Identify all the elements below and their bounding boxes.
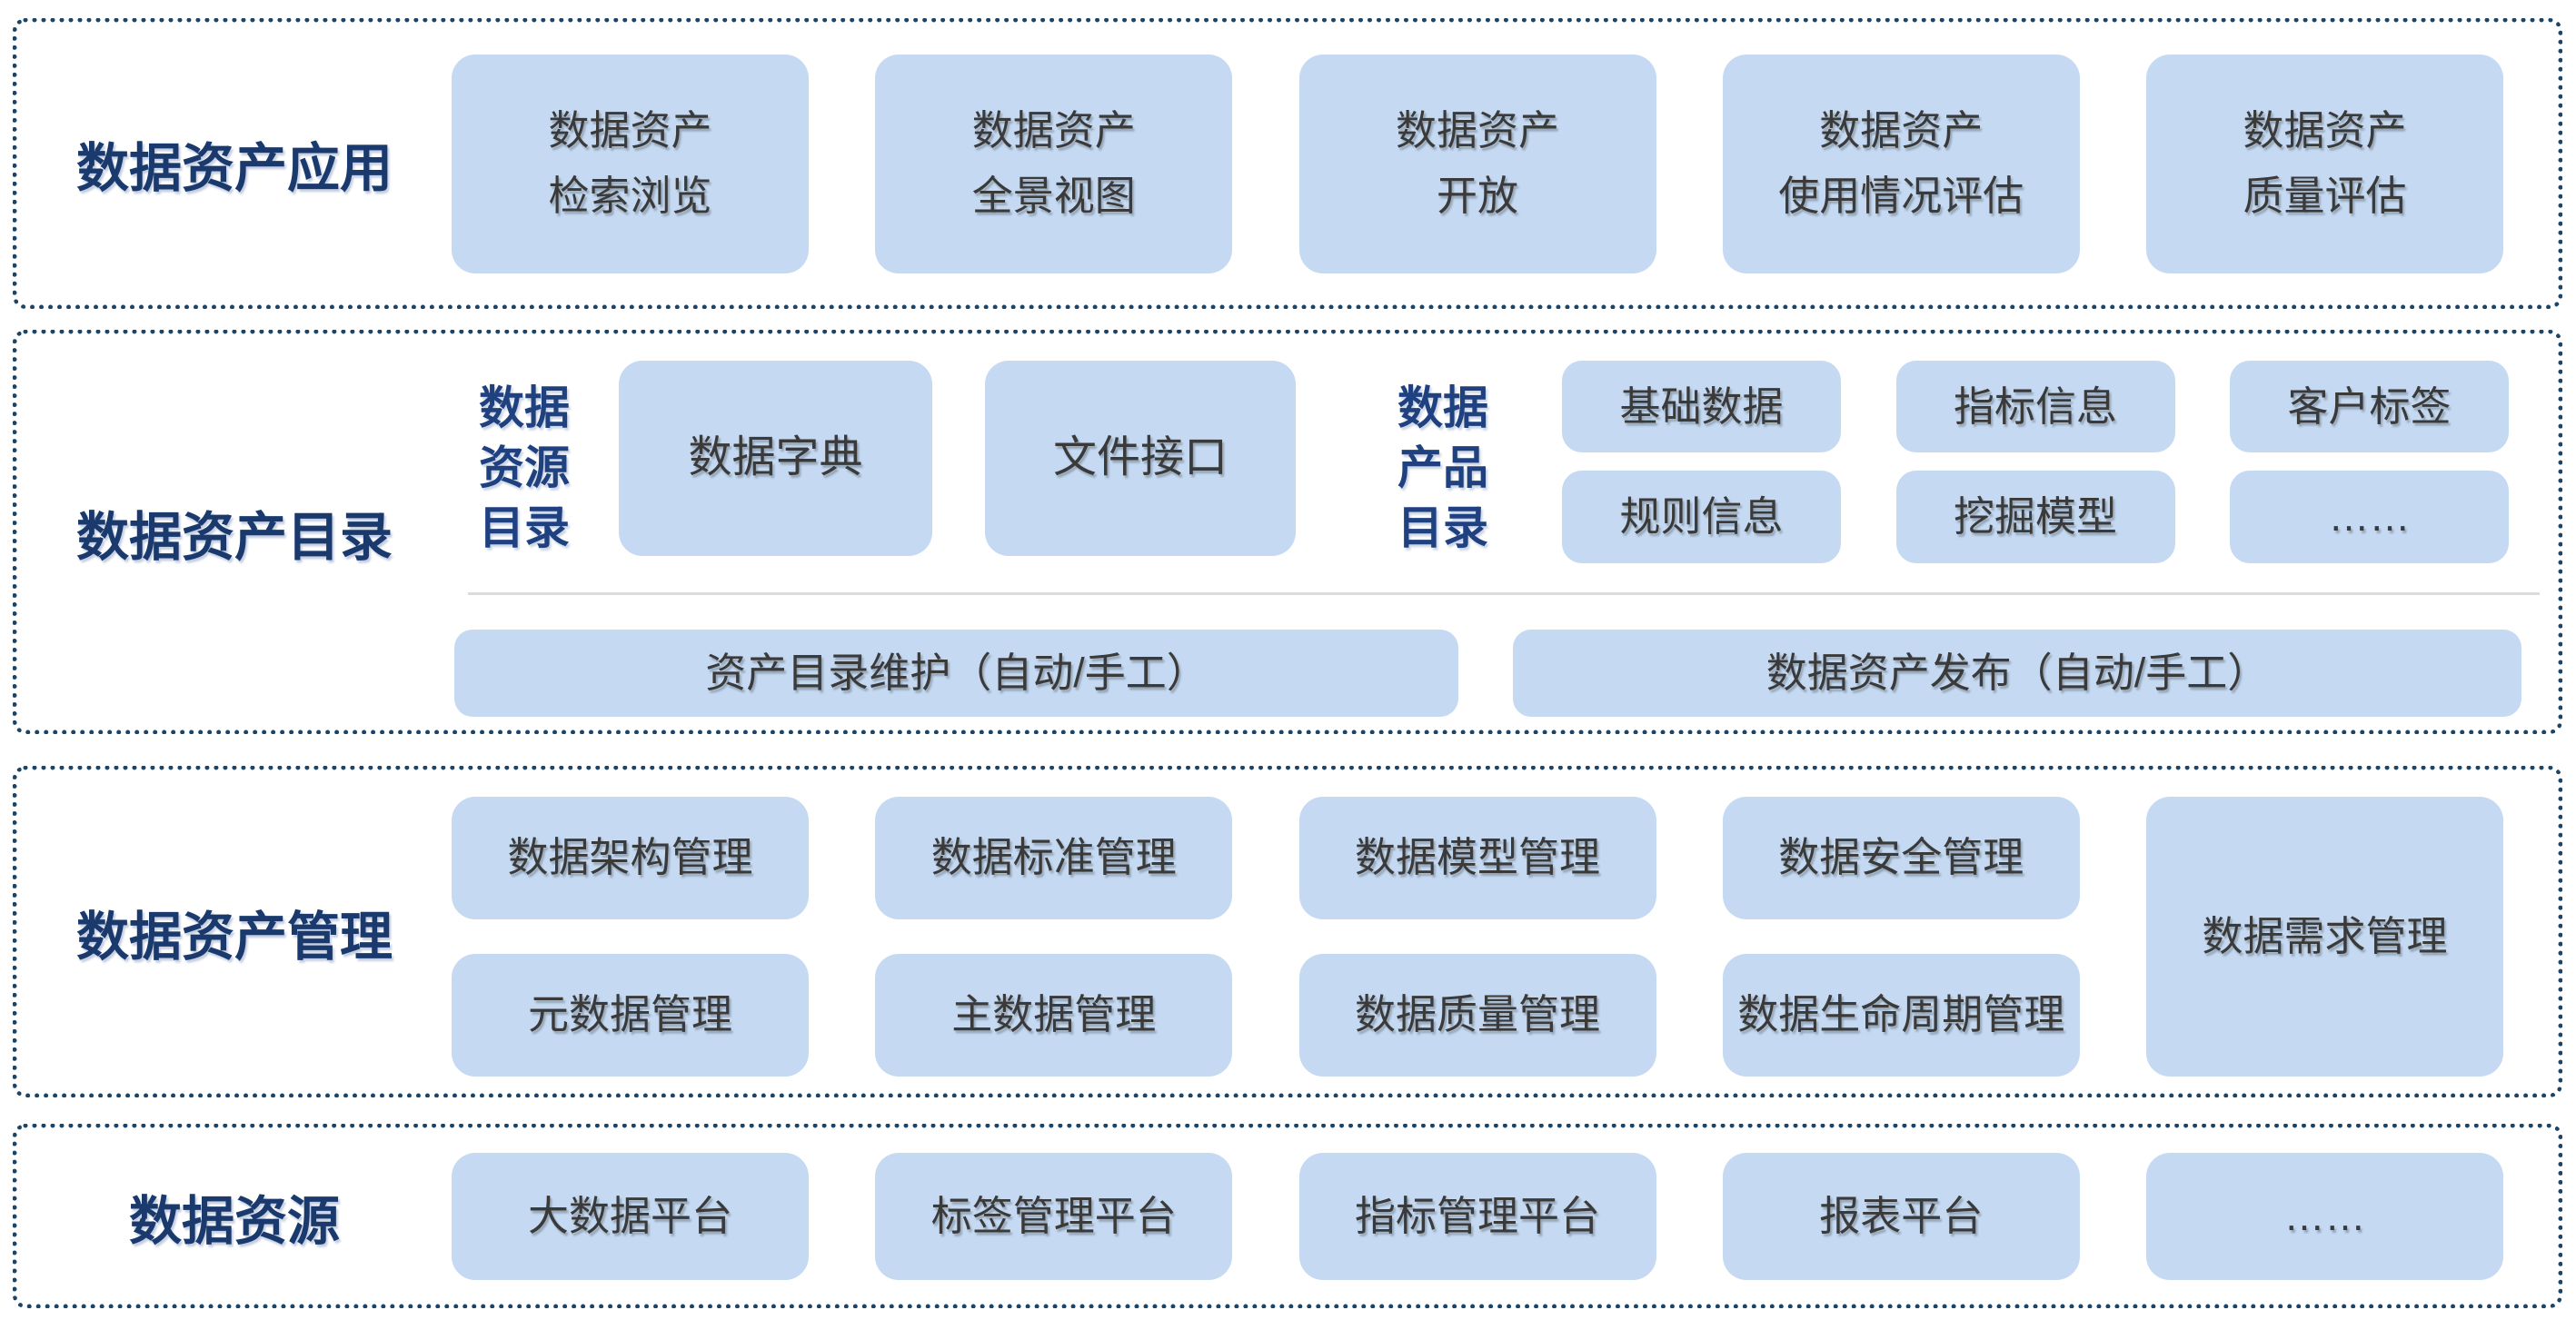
diagram-node-data-architecture-mgmt: 数据架构管理 (452, 797, 809, 919)
diagram-node-customer-tags: 客户标签 (2230, 361, 2509, 452)
diagram-node-data-standard-mgmt: 数据标准管理 (875, 797, 1233, 919)
section-data-asset-catalog: 数据资产目录 数据 资源 目录 数据字典 文件接口 数据 产品 目录 基础数据 … (13, 330, 2562, 734)
group-label-product-catalog: 数据 产品 目录 (1397, 382, 1488, 553)
section-data-asset-management: 数据资产管理 数据架构管理 数据标准管理 数据模型管理 数据安全管理 数据需求管… (13, 766, 2562, 1097)
diagram-node-asset-quality-evaluation: 数据资产 质量评估 (2146, 54, 2503, 273)
diagram-node-data-quality-mgmt: 数据质量管理 (1298, 954, 1656, 1077)
diagram-node-resources-ellipsis: …… (2146, 1152, 2503, 1280)
catalog-process-bars: 资产目录维护（自动/手工） 数据资产发布（自动/手工） (454, 630, 2521, 717)
section-label-application: 数据资产应用 (75, 139, 393, 198)
application-boxes-row: 数据资产 检索浏览 数据资产 全景视图 数据资产 开放 数据资产 使用情况评估 … (452, 23, 2503, 304)
management-grid: 数据架构管理 数据标准管理 数据模型管理 数据安全管理 数据需求管理 元数据管理… (452, 797, 2503, 1077)
diagram-node-product-ellipsis: …… (2230, 471, 2509, 563)
diagram-node-basic-data: 基础数据 (1562, 361, 1841, 452)
section-data-asset-application: 数据资产应用 数据资产 检索浏览 数据资产 全景视图 数据资产 开放 数据资产 … (13, 18, 2562, 309)
process-bar-asset-publishing: 数据资产发布（自动/手工） (1513, 630, 2521, 717)
diagram-node-mining-model: 挖掘模型 (1895, 471, 2175, 563)
divider-line (468, 592, 2540, 595)
diagram-node-metadata-mgmt: 元数据管理 (452, 954, 809, 1077)
diagram-node-tag-mgmt-platform: 标签管理平台 (875, 1152, 1233, 1280)
diagram-node-indicator-mgmt-platform: 指标管理平台 (1298, 1152, 1656, 1280)
diagram-node-report-platform: 报表平台 (1722, 1152, 2080, 1280)
diagram-node-data-lifecycle-mgmt: 数据生命周期管理 (1722, 954, 2080, 1077)
diagram-node-asset-open: 数据资产 开放 (1298, 54, 1656, 273)
section-label-management: 数据资产管理 (75, 907, 393, 967)
diagram-node-data-demand-mgmt: 数据需求管理 (2146, 797, 2503, 1077)
diagram-node-data-security-mgmt: 数据安全管理 (1722, 797, 2080, 919)
diagram-node-rule-info: 规则信息 (1562, 471, 1841, 563)
resources-boxes-row: 大数据平台 标签管理平台 指标管理平台 报表平台 …… (452, 1128, 2503, 1304)
diagram-node-asset-panorama-view: 数据资产 全景视图 (875, 54, 1233, 273)
product-catalog-grid: 基础数据 指标信息 客户标签 规则信息 挖掘模型 …… (1562, 361, 2509, 563)
diagram-node-indicator-info: 指标信息 (1895, 361, 2175, 452)
diagram-node-file-interface: 文件接口 (985, 361, 1296, 556)
diagram-node-master-data-mgmt: 主数据管理 (875, 954, 1233, 1077)
process-bar-catalog-maintenance: 资产目录维护（自动/手工） (454, 630, 1458, 717)
section-label-resources: 数据资源 (128, 1191, 340, 1251)
section-data-resources: 数据资源 大数据平台 标签管理平台 指标管理平台 报表平台 …… (13, 1124, 2562, 1308)
diagram-node-big-data-platform: 大数据平台 (452, 1152, 809, 1280)
diagram-node-asset-search-browse: 数据资产 检索浏览 (452, 54, 809, 273)
diagram-node-data-dictionary: 数据字典 (619, 361, 932, 556)
group-label-resource-catalog: 数据 资源 目录 (479, 382, 570, 553)
diagram-node-data-model-mgmt: 数据模型管理 (1298, 797, 1656, 919)
diagram-node-asset-usage-evaluation: 数据资产 使用情况评估 (1722, 54, 2080, 273)
section-label-catalog: 数据资产目录 (75, 507, 393, 567)
